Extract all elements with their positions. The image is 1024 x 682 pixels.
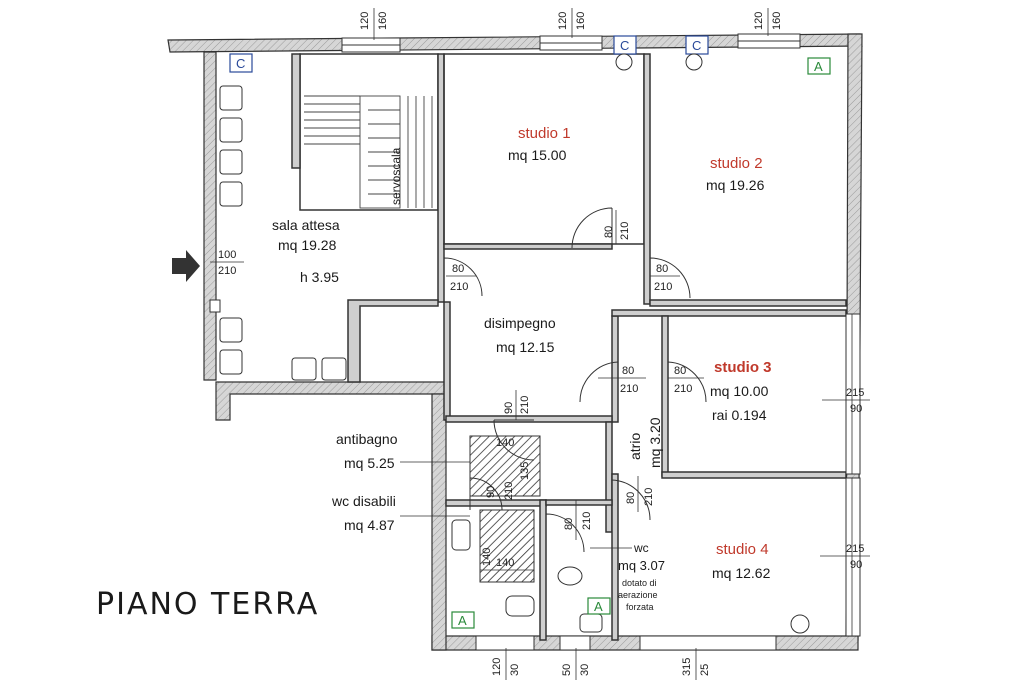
marker-a-wcd-letter: A xyxy=(458,613,467,628)
antibagno-shaft xyxy=(469,435,541,497)
marker-c-studio2-letter: C xyxy=(692,38,701,53)
studio2-name: studio 2 xyxy=(710,155,763,172)
wc-disabili-area: mq 4.87 xyxy=(344,517,395,533)
right2-w: 215 xyxy=(846,543,864,555)
sala-door-h: 210 xyxy=(450,281,468,293)
top-window-dims: 120 160 120 160 120 160 xyxy=(359,8,783,40)
atrio-area: mq 3.20 xyxy=(647,417,663,468)
marker-c-studio2: C xyxy=(685,35,709,71)
door-dims: 100 210 80 210 80 210 80 210 80 210 80 2… xyxy=(210,210,704,540)
disimpegno-door-w: 80 xyxy=(622,365,634,377)
marker-c-studio1: C xyxy=(613,35,637,71)
entrance-w: 100 xyxy=(218,249,236,261)
anti-fixture-w: 140 xyxy=(496,437,514,449)
anti-top-w: 90 xyxy=(503,402,515,414)
top2-h: 160 xyxy=(575,12,587,30)
studio1-area: mq 15.00 xyxy=(508,147,567,163)
studio2-door-w: 80 xyxy=(656,263,668,275)
top-windows xyxy=(341,33,801,53)
door-swings xyxy=(443,207,707,553)
wc-door-h: 210 xyxy=(581,512,593,530)
disimpegno-door-h: 210 xyxy=(620,383,638,395)
bottom3-w: 315 xyxy=(681,658,693,676)
marker-a-studio2: A xyxy=(807,57,831,75)
entrance-arrow-icon xyxy=(172,250,200,282)
entrance-post xyxy=(209,299,221,313)
right1-w: 215 xyxy=(846,387,864,399)
studio3-door-h: 210 xyxy=(674,383,692,395)
studio1-door-h: 210 xyxy=(619,222,631,240)
atrio-name: atrio xyxy=(627,433,643,460)
atrio-door-h: 210 xyxy=(643,488,655,506)
interior-walls xyxy=(291,53,861,641)
anti-top-h: 210 xyxy=(519,396,531,414)
disimpegno-area: mq 12.15 xyxy=(496,339,555,355)
anti-side-w: 90 xyxy=(485,486,497,498)
antibagno-area: mq 5.25 xyxy=(344,455,395,471)
wcd-fixture-h: 140 xyxy=(481,548,493,566)
wc-area: mq 3.07 xyxy=(618,558,665,573)
studio4-area: mq 12.62 xyxy=(712,565,771,581)
servoscala-label: servoscala xyxy=(389,147,403,205)
bottom-windows xyxy=(475,635,777,651)
wc-note-3: forzata xyxy=(626,602,654,612)
stair-block xyxy=(299,53,439,211)
top1-h: 160 xyxy=(377,12,389,30)
right2-h: 90 xyxy=(850,559,862,571)
marker-a-wc: A xyxy=(587,597,611,615)
studio3-area: mq 10.00 xyxy=(710,383,769,399)
wc-door-w: 80 xyxy=(563,518,575,530)
bottom2-w: 50 xyxy=(561,664,573,676)
marker-c-sala: C xyxy=(229,53,253,73)
entrance-h: 210 xyxy=(218,265,236,277)
top2-w: 120 xyxy=(557,12,569,30)
wc-note-1: dotato di xyxy=(622,578,657,588)
studio2-door-h: 210 xyxy=(654,281,672,293)
plan-title: PIANO TERRA xyxy=(96,587,319,622)
marker-a-wcd: A xyxy=(451,611,475,629)
bottom1-h: 30 xyxy=(509,664,521,676)
wc-disabili-name: wc disabili xyxy=(331,493,396,509)
studio4-name: studio 4 xyxy=(716,541,769,558)
studio1-door-w: 80 xyxy=(603,226,615,238)
top1-w: 120 xyxy=(359,12,371,30)
sala-attesa-height: h 3.95 xyxy=(300,269,339,285)
studio3-ratio: rai 0.194 xyxy=(712,407,767,423)
marker-a-wc-letter: A xyxy=(594,599,603,614)
bottom-window-dims: 120 30 50 30 315 25 xyxy=(491,648,711,680)
stairs xyxy=(304,95,433,209)
wc-name: wc xyxy=(633,541,649,555)
antibagno-name: antibagno xyxy=(336,431,398,447)
studio3-door-w: 80 xyxy=(674,365,686,377)
bottom2-h: 30 xyxy=(579,664,591,676)
atrio-door-w: 80 xyxy=(625,492,637,504)
anti-side-h: 210 xyxy=(503,482,515,500)
bottom1-w: 120 xyxy=(491,658,503,676)
sala-attesa-name: sala attesa xyxy=(272,217,340,233)
sala-door-w: 80 xyxy=(452,263,464,275)
studio2-area: mq 19.26 xyxy=(706,177,765,193)
waiting-seats xyxy=(219,85,347,381)
marker-c-sala-letter: C xyxy=(236,56,245,71)
marker-a-studio2-letter: A xyxy=(814,59,823,74)
studio1-name: studio 1 xyxy=(518,125,571,142)
bottom3-h: 25 xyxy=(699,664,711,676)
marker-c-studio1-letter: C xyxy=(620,38,629,53)
studio3-name: studio 3 xyxy=(714,359,772,376)
top3-w: 120 xyxy=(753,12,765,30)
sala-attesa-area: mq 19.28 xyxy=(278,237,337,253)
wcd-fixture-w: 140 xyxy=(496,557,514,569)
sanitary-fixtures xyxy=(451,519,810,634)
wcd-shaft xyxy=(479,509,535,583)
anti-fixture-h: 135 xyxy=(519,462,531,480)
right1-h: 90 xyxy=(850,403,862,415)
wc-note-2: aerazione xyxy=(618,590,658,600)
disimpegno-name: disimpegno xyxy=(484,315,556,331)
top3-h: 160 xyxy=(771,12,783,30)
